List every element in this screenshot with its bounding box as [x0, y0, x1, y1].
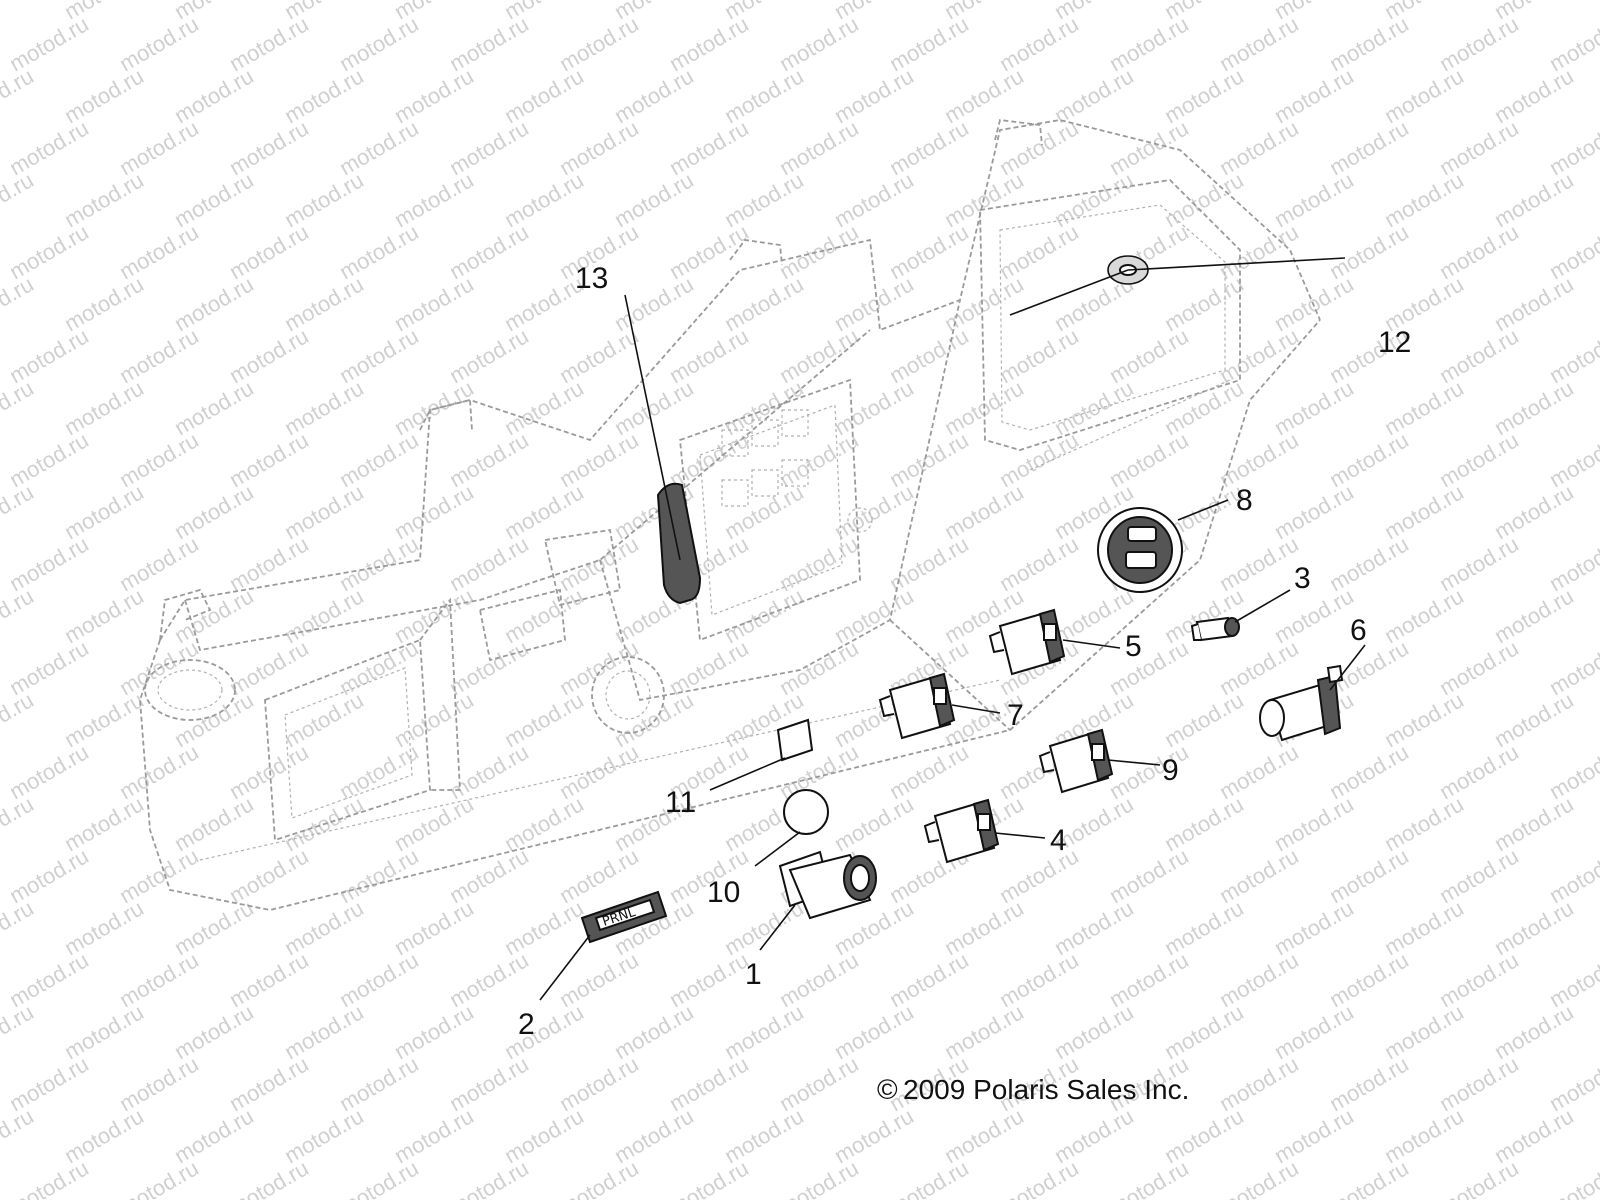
watermark-text: motod.ru	[445, 1155, 533, 1200]
watermark-text: motod.ru	[0, 791, 38, 856]
callout-7: 7	[1007, 699, 1024, 732]
callout-4: 4	[1050, 824, 1067, 857]
callout-8: 8	[1236, 484, 1253, 517]
watermark-text: motod.ru	[1325, 1155, 1413, 1200]
callout-12: 12	[1378, 326, 1411, 359]
watermark-text: motod.ru	[775, 1155, 863, 1200]
watermark-text: motod.ru	[1545, 427, 1600, 492]
copyright-text: 2009 Polaris Sales Inc.	[903, 1074, 1189, 1105]
watermark-text: motod.ru	[1435, 1155, 1523, 1200]
watermark-text: motod.ru	[115, 1155, 203, 1200]
leader-lines	[539, 257, 1366, 1001]
callout-labels: 13 12 8 3 6 5 7 9 4 11 10 1 2	[518, 262, 1411, 1041]
dash-panel-trim	[656, 482, 702, 605]
watermark-text: motod.ru	[885, 1155, 973, 1200]
watermark-text: motod.ru	[555, 1155, 643, 1200]
part-8-power-outlet	[1097, 507, 1183, 593]
watermark-text: motod.ru	[1545, 739, 1600, 804]
dashboard-assembly	[139, 119, 1321, 911]
watermark-text: motod.ru	[225, 1155, 313, 1200]
watermark-text: motod.ru	[1105, 1155, 1193, 1200]
callout-11: 11	[665, 786, 696, 819]
part-3-connector	[1190, 616, 1240, 642]
watermark-text: motod.ru	[1545, 531, 1600, 596]
watermark-text: motod.ru	[0, 375, 38, 440]
callout-5: 5	[1125, 630, 1142, 663]
watermark-text: motod.ru	[665, 1155, 753, 1200]
watermark-text: motod.ru	[1215, 1155, 1303, 1200]
callout-9: 9	[1162, 754, 1179, 787]
watermark-text: motod.ru	[1545, 323, 1600, 388]
part-10-cap	[783, 789, 829, 835]
watermark-text: motod.ru	[5, 1155, 93, 1200]
watermark-text: motod.ru	[1545, 11, 1600, 76]
watermark-text: motod.ru	[0, 687, 38, 752]
watermark-text: motod.ru	[1545, 635, 1600, 700]
callout-13: 13	[575, 262, 608, 295]
watermark-text: motod.ru	[0, 479, 38, 544]
part-6-accessory-socket	[1259, 664, 1344, 742]
watermark-text: motod.ru	[0, 895, 38, 960]
part-2-gear-indicator: PRNL	[580, 890, 668, 944]
watermark-text: motod.ru	[0, 1103, 38, 1168]
watermark-text: motod.ru	[1545, 1155, 1600, 1200]
watermark-text: motod.ru	[0, 0, 38, 24]
watermark-text: motod.ru	[1545, 219, 1600, 284]
part-5-rocker-switch	[988, 608, 1066, 676]
callout-6: 6	[1350, 614, 1367, 647]
watermark-text: motod.ru	[0, 999, 38, 1064]
part-7-rocker-switch	[878, 672, 956, 740]
watermark-text: motod.ru	[335, 1155, 423, 1200]
watermark-text: motod.ru	[0, 167, 38, 232]
part-11-label	[776, 718, 814, 762]
watermark-text: motod.ru	[0, 271, 38, 336]
part-4-rocker-switch	[923, 798, 1000, 864]
callout-2: 2	[518, 1008, 535, 1041]
watermark-text: motod.ru	[1545, 947, 1600, 1012]
part-1-key-switch	[778, 850, 877, 920]
watermark-text: motod.ru	[0, 63, 38, 128]
callout-1: 1	[745, 958, 762, 991]
watermark-text: motod.ru	[1545, 115, 1600, 180]
copyright-notice: © 2009 Polaris Sales Inc.	[877, 1074, 1189, 1105]
copyright-symbol: ©	[877, 1074, 898, 1105]
part-9-rocker-switch	[1038, 728, 1114, 794]
callout-10: 10	[707, 876, 740, 909]
watermark-text: motod.ru	[995, 1155, 1083, 1200]
watermark-text: motod.ru	[1545, 1051, 1600, 1116]
callout-3: 3	[1294, 562, 1311, 595]
watermark-text: motod.ru	[0, 583, 38, 648]
watermark-text: motod.ru	[1545, 843, 1600, 908]
